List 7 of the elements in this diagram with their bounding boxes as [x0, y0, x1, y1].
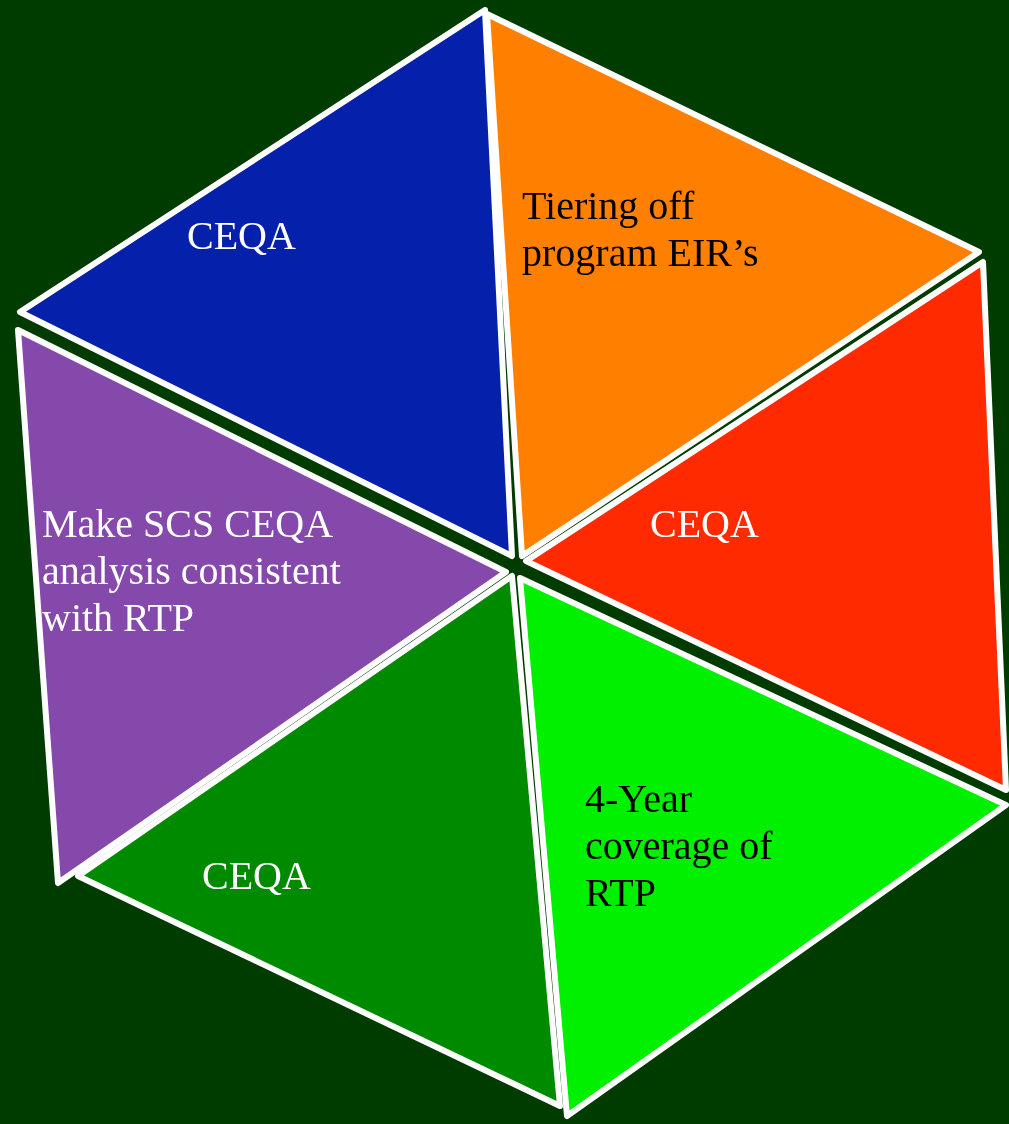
segment-label: Tiering off program EIR’s — [522, 182, 760, 276]
segment-label: Make SCS CEQA analysis consistent with RTP — [42, 500, 342, 641]
segment-label: CEQA — [202, 852, 312, 899]
segment-label: CEQA — [187, 212, 297, 259]
segment-label: 4-Year coverage of RTP — [585, 775, 774, 916]
segment-label: CEQA — [650, 500, 760, 547]
triangle-segment — [517, 575, 1009, 1119]
